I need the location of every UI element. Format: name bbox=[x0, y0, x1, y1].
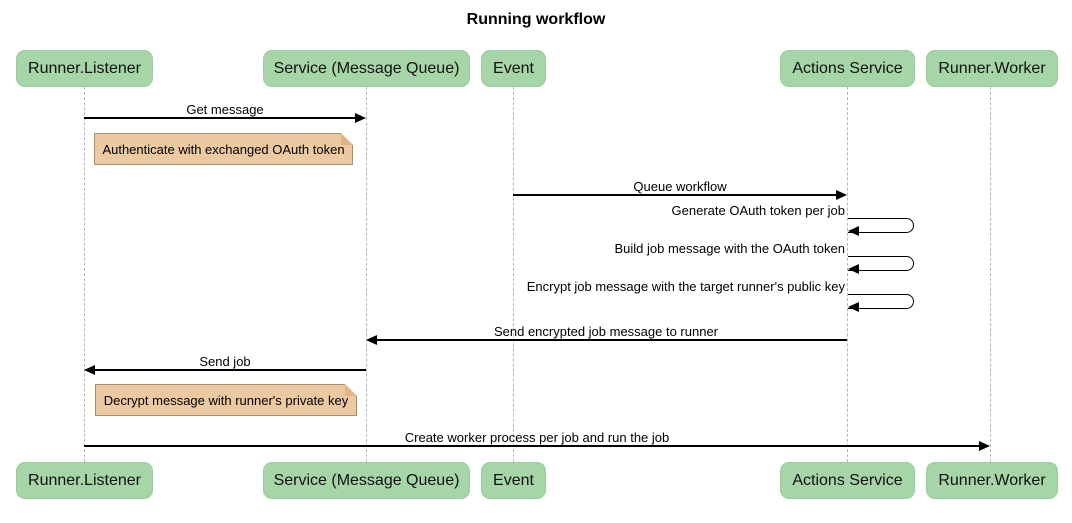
self-message-loop bbox=[848, 294, 914, 309]
self-message-loop bbox=[848, 256, 914, 271]
message-label: Send job bbox=[199, 354, 251, 369]
message-label: Queue workflow bbox=[633, 179, 727, 194]
participant-bottom-service-message-queue: Service (Message Queue) bbox=[263, 462, 470, 499]
note: Decrypt message with runner's private ke… bbox=[95, 384, 357, 416]
message-line bbox=[94, 369, 366, 371]
message-label: Get message bbox=[186, 102, 264, 117]
self-message-label: Encrypt job message with the target runn… bbox=[526, 279, 845, 294]
arrowhead-right-icon bbox=[836, 190, 847, 200]
participant-bottom-runner-listener: Runner.Listener bbox=[16, 462, 153, 499]
self-message-loop bbox=[848, 218, 914, 233]
participant-top-runner-listener: Runner.Listener bbox=[16, 50, 153, 87]
message-label: Send encrypted job message to runner bbox=[493, 324, 719, 339]
arrowhead-left-icon bbox=[366, 335, 377, 345]
self-message-label: Build job message with the OAuth token bbox=[614, 241, 845, 256]
arrowhead-right-icon bbox=[979, 441, 990, 451]
message-line bbox=[376, 339, 847, 341]
participant-bottom-runner-worker: Runner.Worker bbox=[926, 462, 1058, 499]
participant-bottom-event: Event bbox=[481, 462, 546, 499]
arrowhead-left-icon bbox=[848, 302, 859, 312]
participant-top-event: Event bbox=[481, 50, 546, 87]
self-message-label: Generate OAuth token per job bbox=[671, 203, 845, 218]
participant-top-service-message-queue: Service (Message Queue) bbox=[263, 50, 470, 87]
lifeline-runner-worker bbox=[990, 87, 991, 462]
lifeline-service-message-queue bbox=[366, 87, 367, 462]
note: Authenticate with exchanged OAuth token bbox=[94, 133, 353, 165]
message-line bbox=[513, 194, 837, 196]
message-line bbox=[84, 117, 357, 119]
arrowhead-left-icon bbox=[848, 226, 859, 236]
participant-top-runner-worker: Runner.Worker bbox=[926, 50, 1058, 87]
arrowhead-right-icon bbox=[355, 113, 366, 123]
lifeline-event bbox=[513, 87, 514, 462]
lifeline-actions-service bbox=[847, 87, 848, 462]
participant-bottom-actions-service: Actions Service bbox=[780, 462, 915, 499]
lifeline-runner-listener bbox=[84, 87, 85, 462]
message-label: Create worker process per job and run th… bbox=[404, 430, 670, 445]
arrowhead-left-icon bbox=[84, 365, 95, 375]
participant-top-actions-service: Actions Service bbox=[780, 50, 915, 87]
diagram-title: Running workflow bbox=[466, 11, 606, 28]
arrowhead-left-icon bbox=[848, 264, 859, 274]
message-line bbox=[84, 445, 980, 447]
